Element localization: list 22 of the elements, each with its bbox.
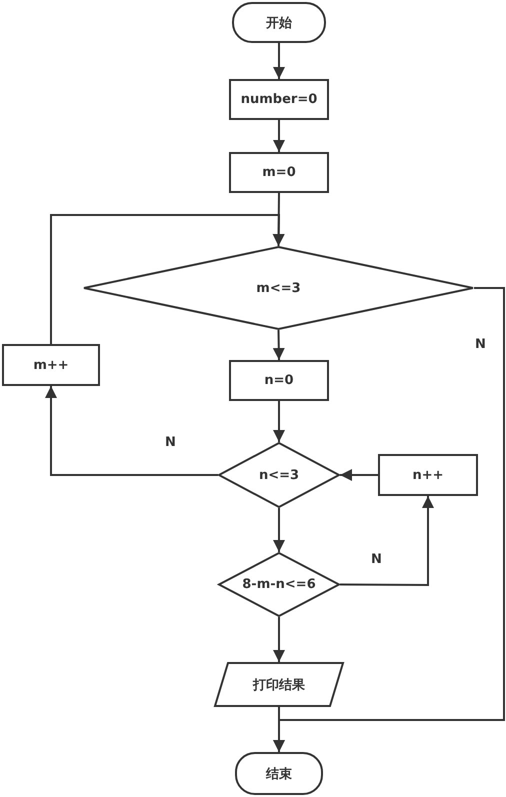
process-box: n=0 bbox=[229, 360, 329, 401]
arrow bbox=[340, 496, 434, 586]
decision-diamond: m<=3 bbox=[83, 246, 474, 330]
arrow bbox=[273, 287, 505, 752]
terminal-box: 开始 bbox=[232, 2, 326, 43]
arrow bbox=[273, 617, 285, 662]
arrow bbox=[273, 43, 285, 79]
process-box: m=0 bbox=[229, 152, 329, 193]
input-output-box: 打印结果 bbox=[214, 662, 344, 707]
arrow bbox=[273, 401, 285, 442]
decision-diamond: 8-m-n<=6 bbox=[218, 552, 340, 617]
arrow bbox=[272, 330, 285, 360]
arrow bbox=[50, 214, 285, 344]
process-box: number=0 bbox=[229, 79, 329, 120]
decision-diamond: n<=3 bbox=[218, 442, 340, 508]
process-box: m++ bbox=[2, 344, 100, 386]
process-box: n++ bbox=[378, 454, 478, 496]
arrow bbox=[273, 120, 285, 152]
arrow bbox=[340, 469, 378, 481]
arrow bbox=[45, 386, 218, 476]
terminal-box: 结束 bbox=[235, 752, 323, 795]
arrow bbox=[273, 508, 285, 552]
